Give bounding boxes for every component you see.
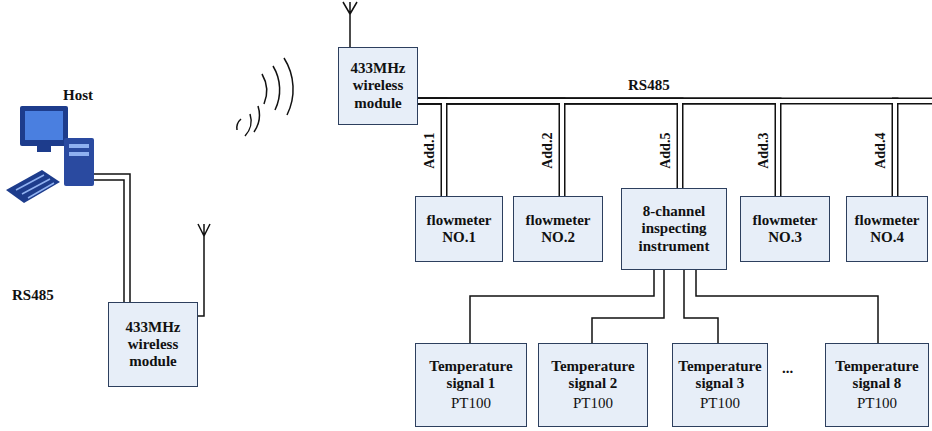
- cable-line: [94, 174, 130, 302]
- signal-wire: [696, 270, 878, 343]
- bus-connector-gap: [418, 101, 680, 188]
- cable-line: [94, 180, 124, 302]
- address-label: Add.3: [756, 132, 771, 168]
- bus-connector-gap: [418, 101, 444, 196]
- tower: [64, 138, 94, 186]
- address-label: Add.1: [422, 132, 437, 168]
- drive-slot: [69, 144, 89, 148]
- instrument-box: 8-channel inspecting instrument: [621, 188, 727, 270]
- wave-arc: [262, 74, 267, 104]
- box-title: flowmeter NO.2: [517, 212, 599, 247]
- sensor-box: Temperature signal 1 PT100: [415, 343, 527, 427]
- address-label: Add.2: [540, 132, 555, 168]
- bus-connector-gap: [418, 101, 562, 196]
- box-title: flowmeter NO.1: [419, 212, 499, 247]
- wave-arc: [284, 58, 293, 115]
- monitor: [20, 106, 68, 146]
- wave-arc: [273, 66, 280, 110]
- address-label: Add.4: [873, 132, 888, 168]
- signal-wire: [470, 270, 654, 343]
- box-title: Temperature signal 2: [542, 358, 644, 393]
- box-title: Temperature signal 1: [419, 358, 523, 393]
- box-title: 433MHz wireless module: [342, 60, 414, 112]
- bus-connector: [418, 101, 680, 188]
- sensor-box: Temperature signal 8 PT100: [825, 343, 929, 427]
- antenna: [343, 2, 357, 14]
- bus-connector-gap: [418, 101, 778, 196]
- bus-connector-gap: [418, 101, 895, 196]
- bus-line-gap: [892, 99, 932, 103]
- bus-connector: [418, 101, 444, 196]
- ellipsis: ...: [782, 360, 793, 377]
- drive-slot: [69, 152, 89, 156]
- wireless-module: 433MHz wireless module: [108, 302, 198, 387]
- signal-wire: [684, 270, 718, 343]
- keyboard: [6, 170, 60, 203]
- bus-connector: [418, 101, 895, 196]
- antenna: [198, 236, 204, 316]
- sensor-type: PT100: [857, 395, 897, 412]
- sensor-box: Temperature signal 3 PT100: [672, 343, 768, 427]
- device-label: Host: [63, 87, 93, 104]
- flowmeter-box: flowmeter NO.1: [415, 196, 503, 262]
- bus-connector: [418, 101, 562, 196]
- wave-arc: [237, 119, 241, 130]
- box-title: Temperature signal 3: [676, 358, 764, 393]
- screen: [25, 111, 63, 140]
- computer-icon: [6, 106, 94, 203]
- bus-line: [892, 98, 932, 105]
- wire-inner-layer: [418, 101, 932, 196]
- wave-arc: [245, 114, 251, 136]
- wave-arc: [254, 106, 259, 132]
- box-title: flowmeter NO.4: [850, 212, 924, 247]
- box-title: 8-channel inspecting instrument: [625, 203, 723, 255]
- box-title: flowmeter NO.3: [744, 212, 826, 247]
- sensor-box: Temperature signal 2 PT100: [538, 343, 648, 427]
- bus-label: RS485: [12, 287, 54, 304]
- monitor-stand: [37, 146, 51, 152]
- bus-connector: [418, 101, 778, 196]
- keyboard-keys: [16, 175, 54, 198]
- antenna: [198, 224, 210, 236]
- flowmeter-box: flowmeter NO.2: [513, 196, 603, 262]
- radio-waves: [237, 58, 293, 136]
- flowmeter-box: flowmeter NO.3: [740, 196, 830, 262]
- antenna: [349, 14, 351, 47]
- box-title: 433MHz wireless module: [112, 319, 194, 371]
- sensor-type: PT100: [573, 395, 613, 412]
- box-title: Temperature signal 8: [829, 358, 925, 393]
- sensor-type: PT100: [700, 395, 740, 412]
- address-label: Add.5: [658, 132, 673, 168]
- wireless-module: 433MHz wireless module: [338, 47, 418, 125]
- sensor-type: PT100: [451, 395, 491, 412]
- signal-wire: [592, 270, 664, 343]
- bus-label: RS485: [628, 77, 670, 94]
- flowmeter-box: flowmeter NO.4: [846, 196, 928, 262]
